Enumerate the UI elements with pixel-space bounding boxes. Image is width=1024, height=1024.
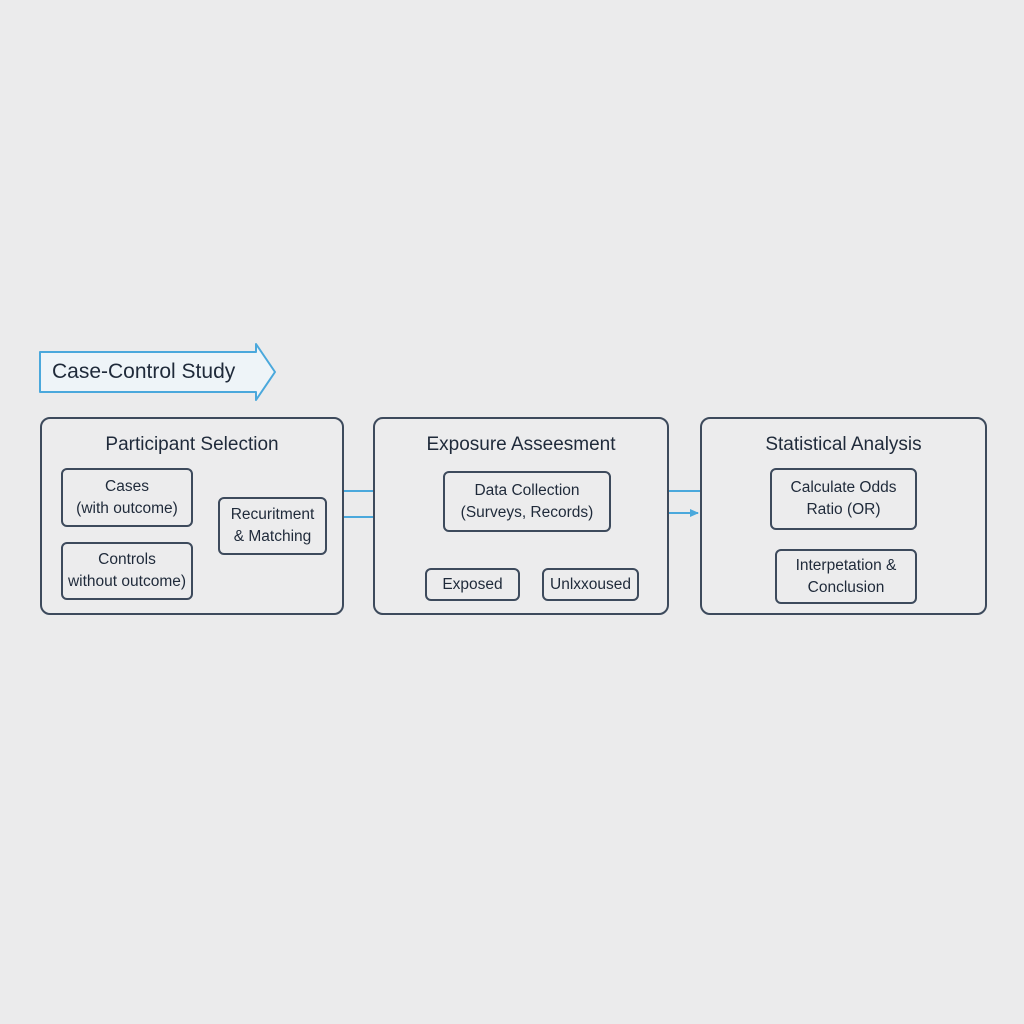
exposed-label: Exposed bbox=[442, 575, 503, 593]
unexposed-box: Unlxxoused bbox=[542, 568, 639, 601]
recruitment-label: Recuritment bbox=[230, 506, 315, 523]
data-collection-box: Data Collection (Surveys, Records) bbox=[443, 471, 611, 532]
diagram-title: Case-Control Study bbox=[52, 360, 236, 383]
cases-box: Cases (with outcome) bbox=[61, 468, 193, 527]
cases-sublabel: (with outcome) bbox=[76, 499, 178, 517]
exposure-assessment-title: Exposure Asseesment bbox=[426, 434, 616, 455]
controls-box: Controls without outcome) bbox=[61, 542, 193, 600]
recruitment-box: Recuritment & Matching bbox=[218, 497, 327, 555]
data-collection-sublabel: (Surveys, Records) bbox=[460, 503, 594, 521]
controls-sublabel: without outcome) bbox=[67, 573, 187, 590]
recruitment-sublabel: & Matching bbox=[233, 528, 312, 545]
data-collection-label: Data Collection bbox=[474, 481, 580, 499]
cases-label: Cases bbox=[105, 477, 149, 495]
participant-selection-title: Participant Selection bbox=[105, 434, 279, 455]
interpretation-sublabel: Conclusion bbox=[807, 578, 885, 596]
exposed-box: Exposed bbox=[425, 568, 520, 601]
interpretation-label: Interpetation & bbox=[795, 556, 897, 574]
unexposed-label: Unlxxoused bbox=[550, 575, 631, 593]
odds-ratio-box: Calculate Odds Ratio (OR) bbox=[770, 468, 917, 530]
statistical-analysis-title: Statistical Analysis bbox=[765, 434, 922, 455]
interpretation-box: Interpetation & Conclusion bbox=[775, 549, 917, 604]
controls-label: Controls bbox=[98, 551, 156, 568]
odds-ratio-sublabel: Ratio (OR) bbox=[806, 501, 881, 518]
odds-ratio-label: Calculate Odds bbox=[790, 479, 897, 496]
